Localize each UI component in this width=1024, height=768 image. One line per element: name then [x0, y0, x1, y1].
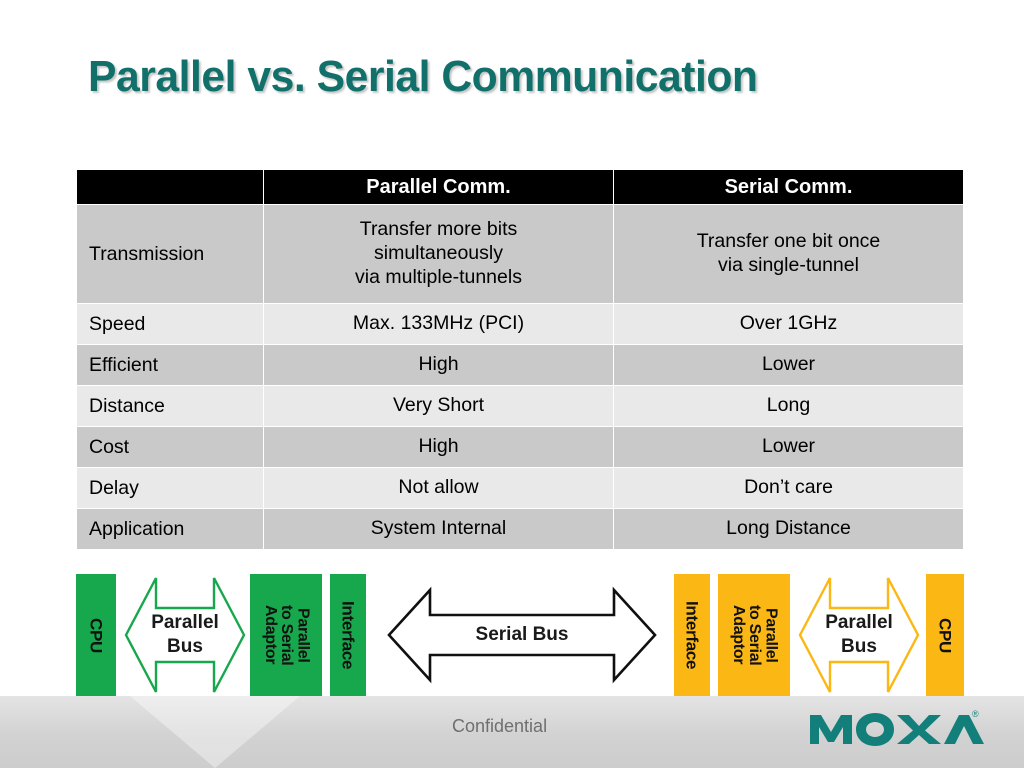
row-label-distance: Distance — [77, 386, 263, 426]
diagram-left-parallel-bus-arrow-icon — [124, 577, 246, 693]
diagram-right-interface-label: Interface — [682, 600, 702, 670]
footer-band — [0, 696, 1024, 768]
row-label-speed: Speed — [77, 304, 263, 344]
diagram-left-interface-box: Interface — [330, 574, 366, 696]
diagram-right-cpu-box: CPU — [926, 574, 964, 696]
cell-efficient-parallel: High — [264, 345, 613, 385]
table-header-row: Parallel Comm. Serial Comm. — [77, 170, 963, 204]
cell-cost-serial: Lower — [614, 427, 963, 467]
diagram-left-interface-label: Interface — [338, 600, 358, 670]
table-row: Speed Max. 133MHz (PCI) Over 1GHz — [77, 304, 963, 344]
cell-distance-parallel: Very Short — [264, 386, 613, 426]
diagram-left-adaptor-label: Parallel to Serial Adaptor — [261, 604, 312, 666]
table-row: Delay Not allow Don’t care — [77, 468, 963, 508]
footer-chevron-decoration — [130, 696, 300, 768]
table-header-parallel: Parallel Comm. — [264, 170, 613, 204]
diagram-right-adaptor-box: Parallel to Serial Adaptor — [718, 574, 790, 696]
table-row: Distance Very Short Long — [77, 386, 963, 426]
table-row: Cost High Lower — [77, 427, 963, 467]
architecture-diagram: CPU Parallel Bus Parallel to Serial Adap… — [76, 574, 964, 696]
moxa-logo — [810, 713, 984, 746]
diagram-left-cpu-box: CPU — [76, 574, 116, 696]
row-label-delay: Delay — [77, 468, 263, 508]
diagram-left-cpu-label: CPU — [86, 617, 106, 653]
cell-speed-parallel: Max. 133MHz (PCI) — [264, 304, 613, 344]
cell-cost-parallel: High — [264, 427, 613, 467]
row-label-efficient: Efficient — [77, 345, 263, 385]
diagram-left-adaptor-box: Parallel to Serial Adaptor — [250, 574, 322, 696]
diagram-right-adaptor-label: Parallel to Serial Adaptor — [729, 604, 780, 666]
row-label-application: Application — [77, 509, 263, 549]
row-label-transmission: Transmission — [77, 205, 263, 303]
table-row: Application System Internal Long Distanc… — [77, 509, 963, 549]
diagram-right-cpu-label: CPU — [935, 617, 955, 653]
cell-delay-parallel: Not allow — [264, 468, 613, 508]
cell-distance-serial: Long — [614, 386, 963, 426]
confidential-label: Confidential — [452, 716, 548, 736]
table-header-serial: Serial Comm. — [614, 170, 963, 204]
comparison-table: Parallel Comm. Serial Comm. Transmission… — [76, 169, 964, 550]
cell-speed-serial: Over 1GHz — [614, 304, 963, 344]
cell-application-parallel: System Internal — [264, 509, 613, 549]
diagram-right-interface-box: Interface — [674, 574, 710, 696]
cell-efficient-serial: Lower — [614, 345, 963, 385]
cell-application-serial: Long Distance — [614, 509, 963, 549]
registered-trademark-mark: ® — [972, 709, 979, 719]
table-header-blank — [77, 170, 263, 204]
page-title: Parallel vs. Serial Communication — [88, 52, 758, 101]
cell-delay-serial: Don’t care — [614, 468, 963, 508]
diagram-right-parallel-bus-arrow-icon — [798, 577, 920, 693]
diagram-serial-bus-arrow-icon — [387, 586, 657, 684]
table-row: Efficient High Lower — [77, 345, 963, 385]
row-label-cost: Cost — [77, 427, 263, 467]
